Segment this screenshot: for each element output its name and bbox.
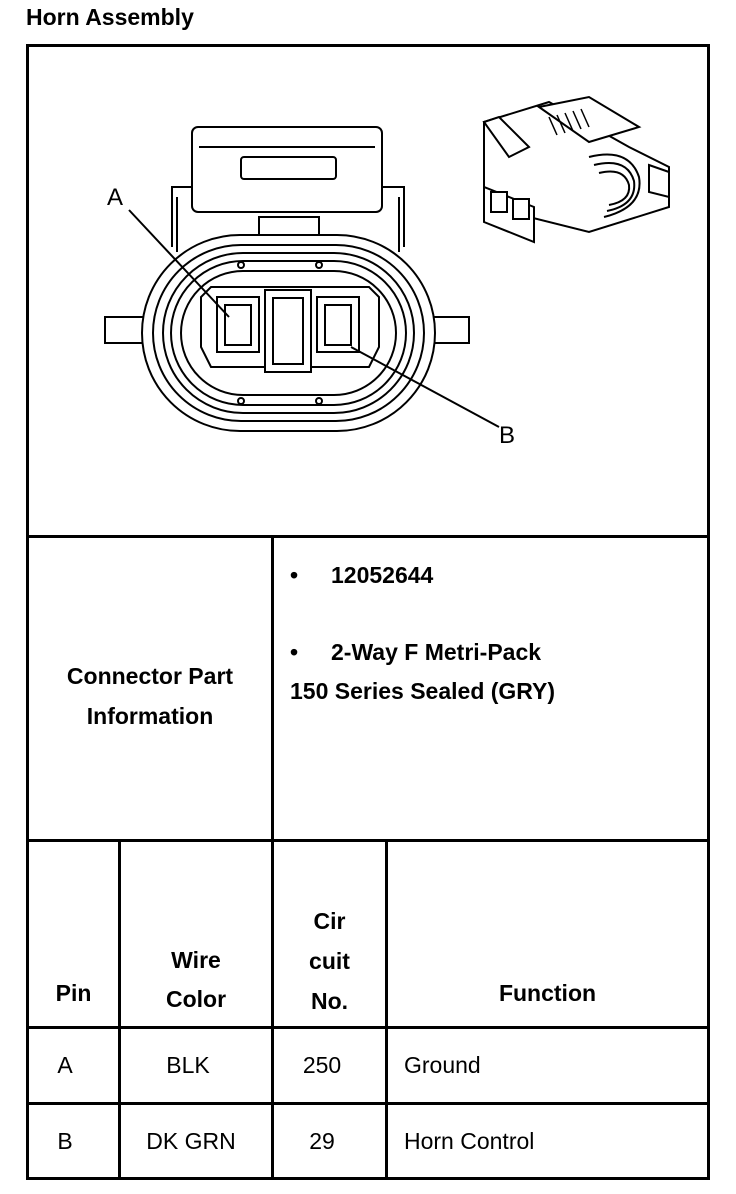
part-number: 12052644 (331, 562, 434, 588)
header-circuit: Cir cuit No. (274, 901, 385, 1021)
bullet-description: • (290, 639, 298, 666)
connector-info-label-line1: Connector Part (66, 663, 234, 689)
header-circuit-line1: Cir (313, 908, 346, 934)
divider-col-2 (271, 839, 274, 1180)
pin-label-b: B (499, 422, 515, 449)
row-a-circuit: 250 (302, 1052, 342, 1078)
bullet-icon: • (290, 562, 299, 588)
row-b-pin: B (57, 1128, 73, 1154)
pin-label-a: A (107, 184, 123, 211)
divider-col-3 (385, 839, 388, 1180)
divider-row (26, 1102, 710, 1105)
row-a-pin: A (57, 1052, 73, 1078)
connector-info-label-line2: Information (86, 703, 214, 729)
row-b-wire-color: DK GRN (146, 1128, 236, 1154)
header-wire-color-line1: Wire (171, 947, 221, 973)
divider-diagram (26, 535, 710, 538)
header-pin: Pin (55, 980, 92, 1006)
row-b-circuit: 29 (309, 1128, 335, 1154)
divider-header (26, 1026, 710, 1029)
row-a-wire-color: BLK (166, 1052, 210, 1078)
row-a-function: Ground (404, 1052, 481, 1078)
connector-info-label: Connector Part Information (29, 656, 271, 736)
page-title: Horn Assembly (26, 4, 194, 30)
divider-info-col (271, 535, 274, 842)
divider-col-1 (118, 839, 121, 1180)
divider-info (26, 839, 710, 842)
header-circuit-line2: cuit (309, 948, 350, 974)
header-function: Function (498, 980, 597, 1006)
bullet-part-number: • (290, 562, 298, 589)
header-wire-color-line2: Color (165, 986, 227, 1012)
header-wire-color: Wire Color (121, 941, 271, 1019)
connector-diagram: A B (104, 95, 670, 449)
bullet-icon: • (290, 639, 299, 665)
description-line1: 2-Way F Metri-Pack (331, 639, 542, 665)
header-circuit-line3: No. (310, 988, 349, 1014)
description-line2: 150 Series Sealed (GRY) (290, 678, 556, 704)
connector-table-frame (26, 44, 710, 1180)
row-b-function: Horn Control (404, 1128, 535, 1154)
